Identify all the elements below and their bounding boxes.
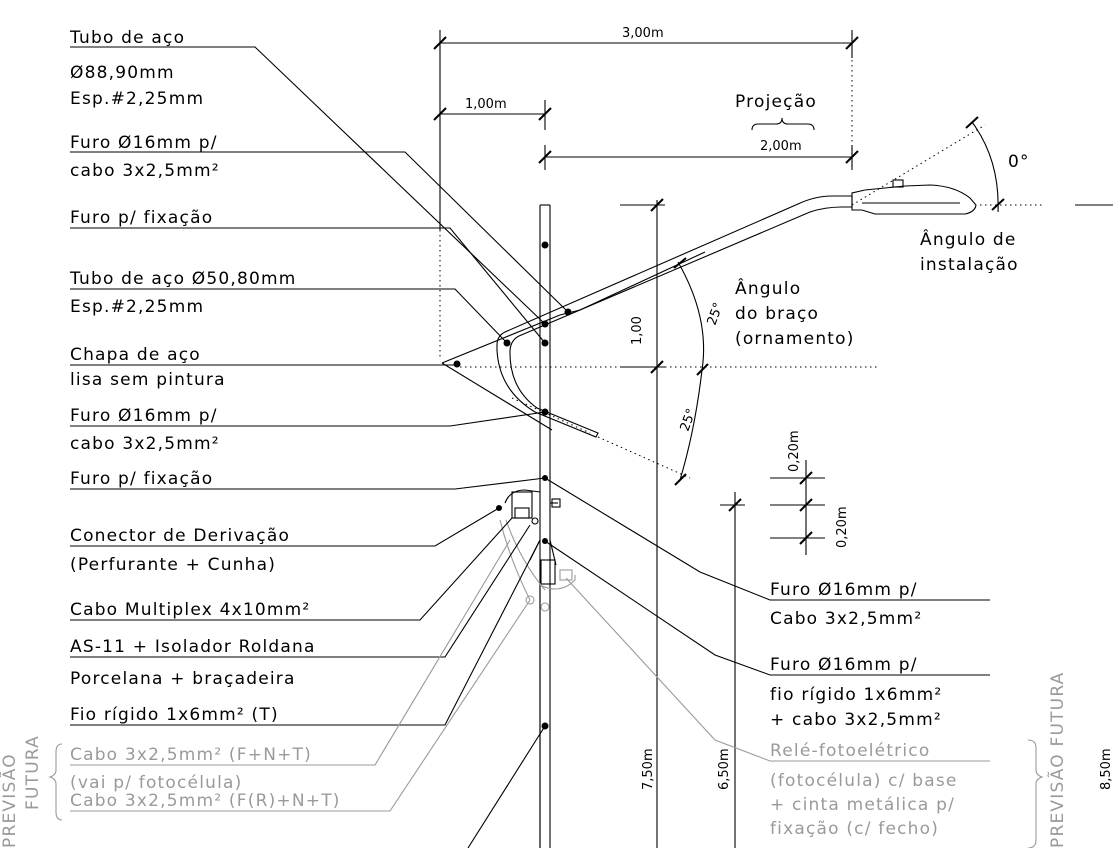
- label-as11-line-1: AS-11 + Isolador Roldana: [70, 637, 316, 657]
- arm-angle-lower: 25°: [678, 407, 700, 434]
- previsao-futura-left-2: FUTURA: [23, 735, 43, 810]
- projecao-label: Projeção: [735, 92, 817, 112]
- arm-angle-upper: 25°: [705, 301, 727, 328]
- dim-spacing-1: 0,20m: [787, 430, 802, 472]
- label-furo-fix-1: Furo p/ fixação: [70, 208, 213, 228]
- dim-projecao: 2,00m: [760, 139, 802, 154]
- pole: [539, 204, 551, 848]
- label-cabo-fnt-line-2: (vai p/ fotocélula): [70, 773, 243, 793]
- dim-total-width: 3,00m: [622, 26, 664, 41]
- angulo-braco-line-3: (ornamento): [735, 329, 855, 349]
- label-furo-4-line-1: Furo Ø16mm p/: [770, 655, 918, 675]
- angulo-braco-line-1: Ângulo: [735, 277, 801, 299]
- dim-arm-rise: 1,00: [630, 316, 645, 345]
- label-tubo-aco-2-line-1: Tubo de aço Ø50,80mm: [69, 269, 297, 289]
- label-cabo-fnt-line-1: Cabo 3x2,5mm² (F+N+T): [70, 745, 312, 765]
- label-tubo-aco-1-line-1: Tubo de aço: [69, 28, 185, 48]
- dim-spacing-2: 0,20m: [835, 506, 850, 548]
- label-tubo-aco-1-line-3: Esp.#2,25mm: [70, 89, 204, 109]
- connector-insulator: [499, 489, 576, 612]
- dim-height-750: 7,50m: [641, 748, 656, 790]
- previsao-futura-right: PREVISÃO FUTURA: [1046, 672, 1068, 848]
- label-furo-4-line-2: fio rígido 1x6mm²: [770, 685, 942, 705]
- dimension-labels: 3,00m 1,00m Projeção 2,00m 1,00 0,20m 0,…: [465, 26, 1113, 790]
- label-tubo-aco-1-line-2: Ø88,90mm: [70, 63, 175, 83]
- installation-angle: 0°: [1008, 152, 1030, 172]
- label-furo-1-line-1: Furo Ø16mm p/: [70, 133, 218, 153]
- dim-arm-offset: 1,00m: [465, 97, 507, 112]
- dimension-lines: [433, 30, 880, 848]
- holes: [453, 241, 572, 730]
- label-rele-line-2: (fotocélula) c/ base: [770, 771, 958, 791]
- dim-height-650: 6,50m: [717, 748, 732, 790]
- previsao-futura-left-1: PREVISÃO: [0, 753, 20, 848]
- label-furo-3-line-2: Cabo 3x2,5mm²: [770, 609, 922, 629]
- label-rele-line-3: + cinta metálica p/: [770, 795, 955, 815]
- label-furo-1-line-2: cabo 3x2,5mm²: [70, 161, 220, 181]
- label-fio-rigido: Fio rígido 1x6mm² (T): [70, 705, 279, 725]
- leader-lines: [48, 46, 1044, 848]
- luminaire: [851, 179, 1113, 215]
- label-furo-2-line-2: cabo 3x2,5mm²: [70, 434, 220, 454]
- label-furo-4-line-3: + cabo 3x2,5mm²: [770, 710, 942, 730]
- left-labels: Tubo de aço Ø88,90mm Esp.#2,25mm Furo Ø1…: [0, 28, 341, 848]
- label-tubo-aco-2-line-2: Esp.#2,25mm: [70, 297, 204, 317]
- label-as11-line-2: Porcelana + braçadeira: [70, 669, 296, 689]
- angle-captions: Ângulo do braço (ornamento) Ângulo de in…: [735, 228, 1019, 349]
- label-chapa-line-1: Chapa de aço: [70, 345, 201, 365]
- label-rele-line-1: Relé-fotoelétrico: [770, 741, 930, 761]
- angulo-braco-line-2: do braço: [735, 304, 819, 324]
- label-chapa-line-2: lisa sem pintura: [70, 370, 226, 390]
- label-furo-2-line-1: Furo Ø16mm p/: [70, 406, 218, 426]
- label-furo-3-line-1: Furo Ø16mm p/: [770, 580, 918, 600]
- label-conector-line-2: (Perfurante + Cunha): [70, 555, 276, 575]
- label-cabo-multiplex: Cabo Multiplex 4x10mm²: [70, 600, 310, 620]
- label-conector-line-1: Conector de Derivação: [70, 526, 290, 546]
- right-labels: Furo Ø16mm p/ Cabo 3x2,5mm² Furo Ø16mm p…: [770, 580, 1068, 848]
- dim-height-850: 8,50m: [1099, 748, 1113, 790]
- label-furo-fix-2: Furo p/ fixação: [70, 469, 213, 489]
- label-cabo-frnt: Cabo 3x2,5mm² (F(R)+N+T): [70, 791, 341, 811]
- angulo-instalacao-line-1: Ângulo de: [920, 228, 1017, 250]
- angle-arcs: [597, 116, 1045, 486]
- label-rele-line-4: fixação (c/ fecho): [770, 819, 939, 839]
- angulo-instalacao-line-2: instalação: [920, 255, 1019, 275]
